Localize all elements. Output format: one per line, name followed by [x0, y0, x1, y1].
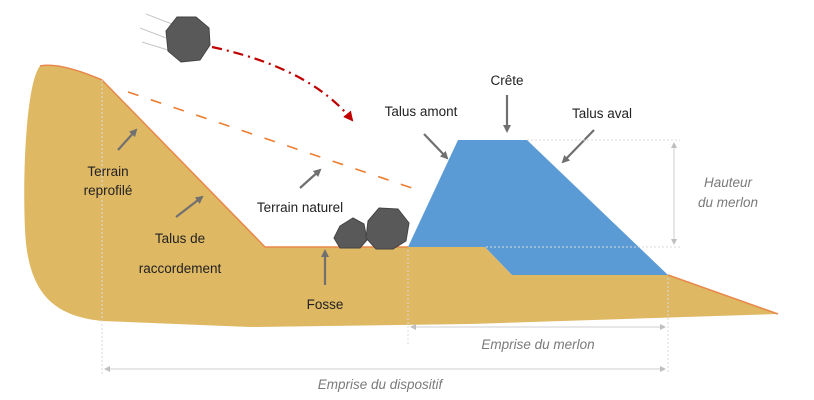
arrow-terrain-naturel — [299, 168, 322, 189]
label-terrain-reprofile-line1: Terrain — [87, 164, 128, 179]
arrow-talus-raccordement — [175, 195, 204, 218]
motion-lines — [139, 13, 173, 51]
ground-surface-line — [39, 64, 408, 248]
label-crete: Crête — [490, 73, 523, 88]
arrow-talus-amont — [423, 133, 449, 160]
label-talus-raccordement-line2: raccordement — [139, 261, 222, 276]
label-hauteur-merlon-line2: du merlon — [698, 195, 758, 210]
label-talus-aval: Talus aval — [572, 106, 632, 121]
ground-body — [24, 65, 779, 327]
label-terrain-naturel: Terrain naturel — [257, 200, 343, 215]
label-terrain-reprofile-line2: reprofilé — [84, 183, 133, 198]
falling-rock-icon — [165, 16, 211, 63]
merlon-body — [408, 140, 668, 275]
arrow-terrain-reprofile — [117, 128, 138, 151]
label-emprise-merlon: Emprise du merlon — [481, 337, 594, 352]
label-fosse: Fosse — [307, 297, 344, 312]
ground-slope-line — [667, 274, 779, 315]
label-emprise-dispositif: Emprise du dispositif — [318, 377, 444, 392]
rock-trajectory-arrow — [211, 45, 354, 122]
natural-terrain-line — [127, 91, 413, 189]
ditch-rock-small-icon — [333, 217, 368, 249]
arrow-talus-aval — [561, 129, 595, 164]
label-hauteur-merlon-line1: Hauteur — [704, 175, 753, 190]
label-talus-raccordement-line1: Talus de — [155, 231, 205, 246]
ditch-rock-large-icon — [365, 207, 410, 250]
label-talus-amont: Talus amont — [385, 104, 458, 119]
